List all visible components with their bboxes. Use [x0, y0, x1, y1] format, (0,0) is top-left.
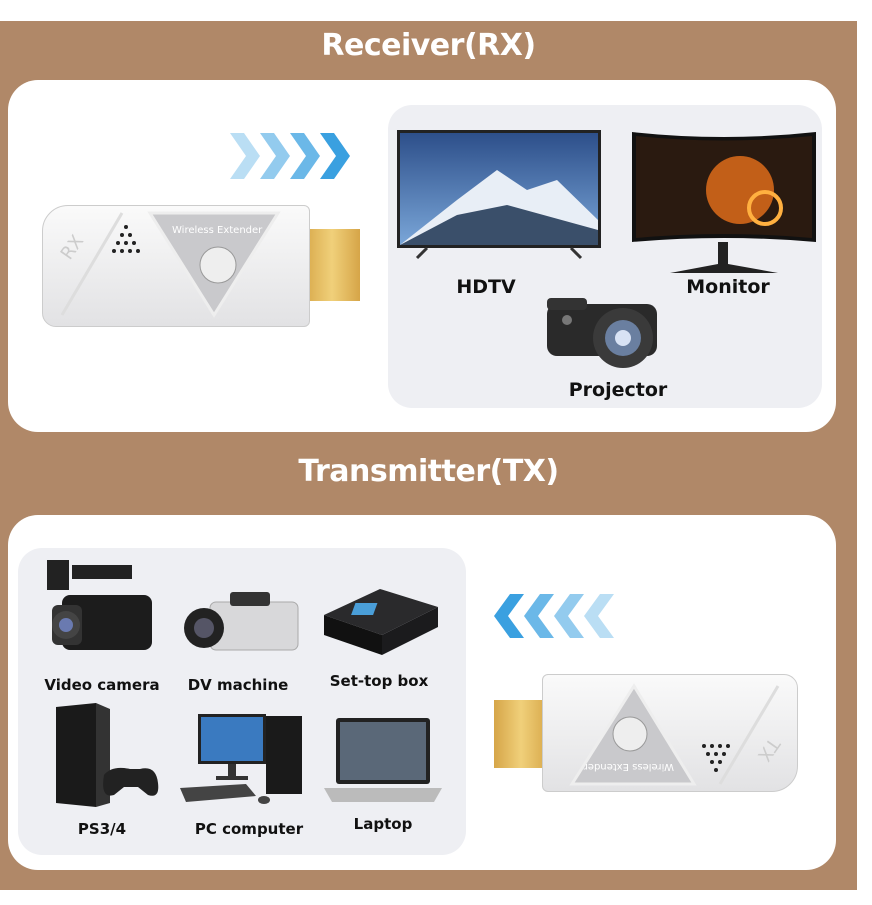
- video-camera-image: [47, 560, 152, 650]
- dongle-label: Wireless Extender: [583, 761, 674, 772]
- device-label-projector: Projector: [568, 379, 668, 401]
- ps4-image: [56, 703, 159, 807]
- device-label-hdtv: HDTV: [456, 276, 516, 298]
- set-top-box-image: [324, 589, 438, 655]
- tx-dongle: Wireless Extender TX: [492, 672, 798, 792]
- hdmi-connector: [304, 229, 360, 301]
- hdmi-connector: [494, 700, 548, 768]
- device-label-laptop: Laptop: [353, 815, 413, 833]
- pc-computer-image: [180, 714, 302, 804]
- arrows-left-icon: [494, 594, 614, 638]
- device-label-video-camera: Video camera: [44, 676, 160, 694]
- device-label-pc-computer: PC computer: [194, 820, 304, 838]
- laptop-image: [324, 718, 442, 802]
- monitor-image: [632, 132, 816, 273]
- rx-dongle: Wireless Extender RX: [42, 205, 362, 329]
- device-label-set-top-box: Set-top box: [329, 672, 429, 690]
- dongle-label: Wireless Extender: [172, 225, 263, 236]
- projector-image: [547, 298, 657, 368]
- device-label-dv-machine: DV machine: [187, 676, 289, 694]
- transmitter-title: Transmitter(TX): [298, 454, 559, 489]
- arrows-right-icon: [230, 133, 350, 179]
- receiver-title: Receiver(RX): [321, 28, 536, 63]
- dv-machine-image: [184, 592, 299, 651]
- device-label-monitor: Monitor: [686, 276, 770, 298]
- device-label-ps3-4: PS3/4: [77, 820, 127, 838]
- hdtv-image: [397, 130, 601, 260]
